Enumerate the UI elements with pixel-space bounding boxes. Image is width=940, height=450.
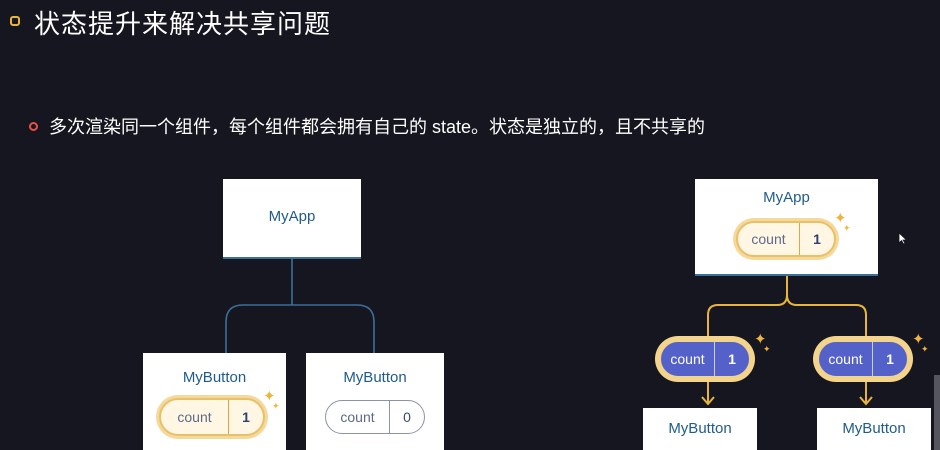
pill-divider [228, 400, 229, 434]
state-name: count [340, 409, 375, 425]
square-bullet-icon [10, 16, 20, 26]
sparkle-icon: ✦ [272, 401, 280, 411]
node-label: MyButton [842, 420, 906, 437]
prop-name: count [828, 351, 863, 367]
state-value: 1 [242, 409, 250, 425]
prop-value: 1 [886, 351, 894, 367]
sparkle-icon: ✦ [834, 210, 847, 227]
scrollbar[interactable] [934, 375, 940, 450]
right-myapp-node: MyApp count 1 ✦ ✦ [695, 179, 878, 276]
bullet-text: 多次渲染同一个组件，每个组件都会拥有自己的 state。状态是独立的，且不共享的 [49, 117, 706, 137]
state-name: count [751, 231, 786, 247]
state-pill: count 1 [736, 221, 836, 257]
mouse-cursor-icon [898, 232, 908, 245]
left-mybutton-node-2: MyButton count 0 [306, 353, 444, 450]
node-label: MyButton [343, 369, 407, 386]
node-label: MyButton [668, 420, 732, 437]
state-value: 0 [403, 409, 411, 425]
pill-divider [389, 401, 390, 433]
left-myapp-node: MyApp [223, 179, 361, 259]
node-label: MyApp [268, 208, 316, 225]
right-mybutton-node-2: MyButton [817, 408, 931, 450]
sparkle-icon: ✦ [754, 331, 767, 348]
sparkle-icon: ✦ [921, 344, 929, 354]
prop-name: count [670, 351, 705, 367]
sparkle-icon: ✦ [763, 344, 771, 354]
circle-bullet-icon [29, 122, 38, 131]
right-arrow-left [701, 380, 715, 406]
left-tree-connector [225, 258, 375, 353]
prop-pill-left: count 1 [659, 340, 751, 378]
state-name: count [177, 409, 212, 425]
sparkle-icon: ✦ [263, 388, 276, 405]
sparkle-icon: ✦ [843, 223, 851, 233]
state-pill: count 0 [325, 400, 425, 434]
pill-divider [872, 342, 873, 376]
pill-divider [799, 223, 800, 255]
right-arrow-right [859, 380, 873, 406]
right-tree-connector [707, 276, 867, 338]
prop-pill-right: count 1 [817, 340, 909, 378]
slide-title: 状态提升来解决共享问题 [34, 9, 332, 39]
right-mybutton-node-1: MyButton [643, 408, 757, 450]
node-label: MyButton [182, 369, 247, 386]
state-pill: count 1 [159, 398, 265, 436]
node-label: MyApp [763, 189, 810, 206]
sparkle-icon: ✦ [912, 331, 925, 348]
state-value: 1 [813, 231, 821, 247]
pill-divider [714, 342, 715, 376]
prop-value: 1 [728, 351, 736, 367]
left-mybutton-node-1: MyButton count 1 ✦ ✦ [143, 353, 286, 450]
